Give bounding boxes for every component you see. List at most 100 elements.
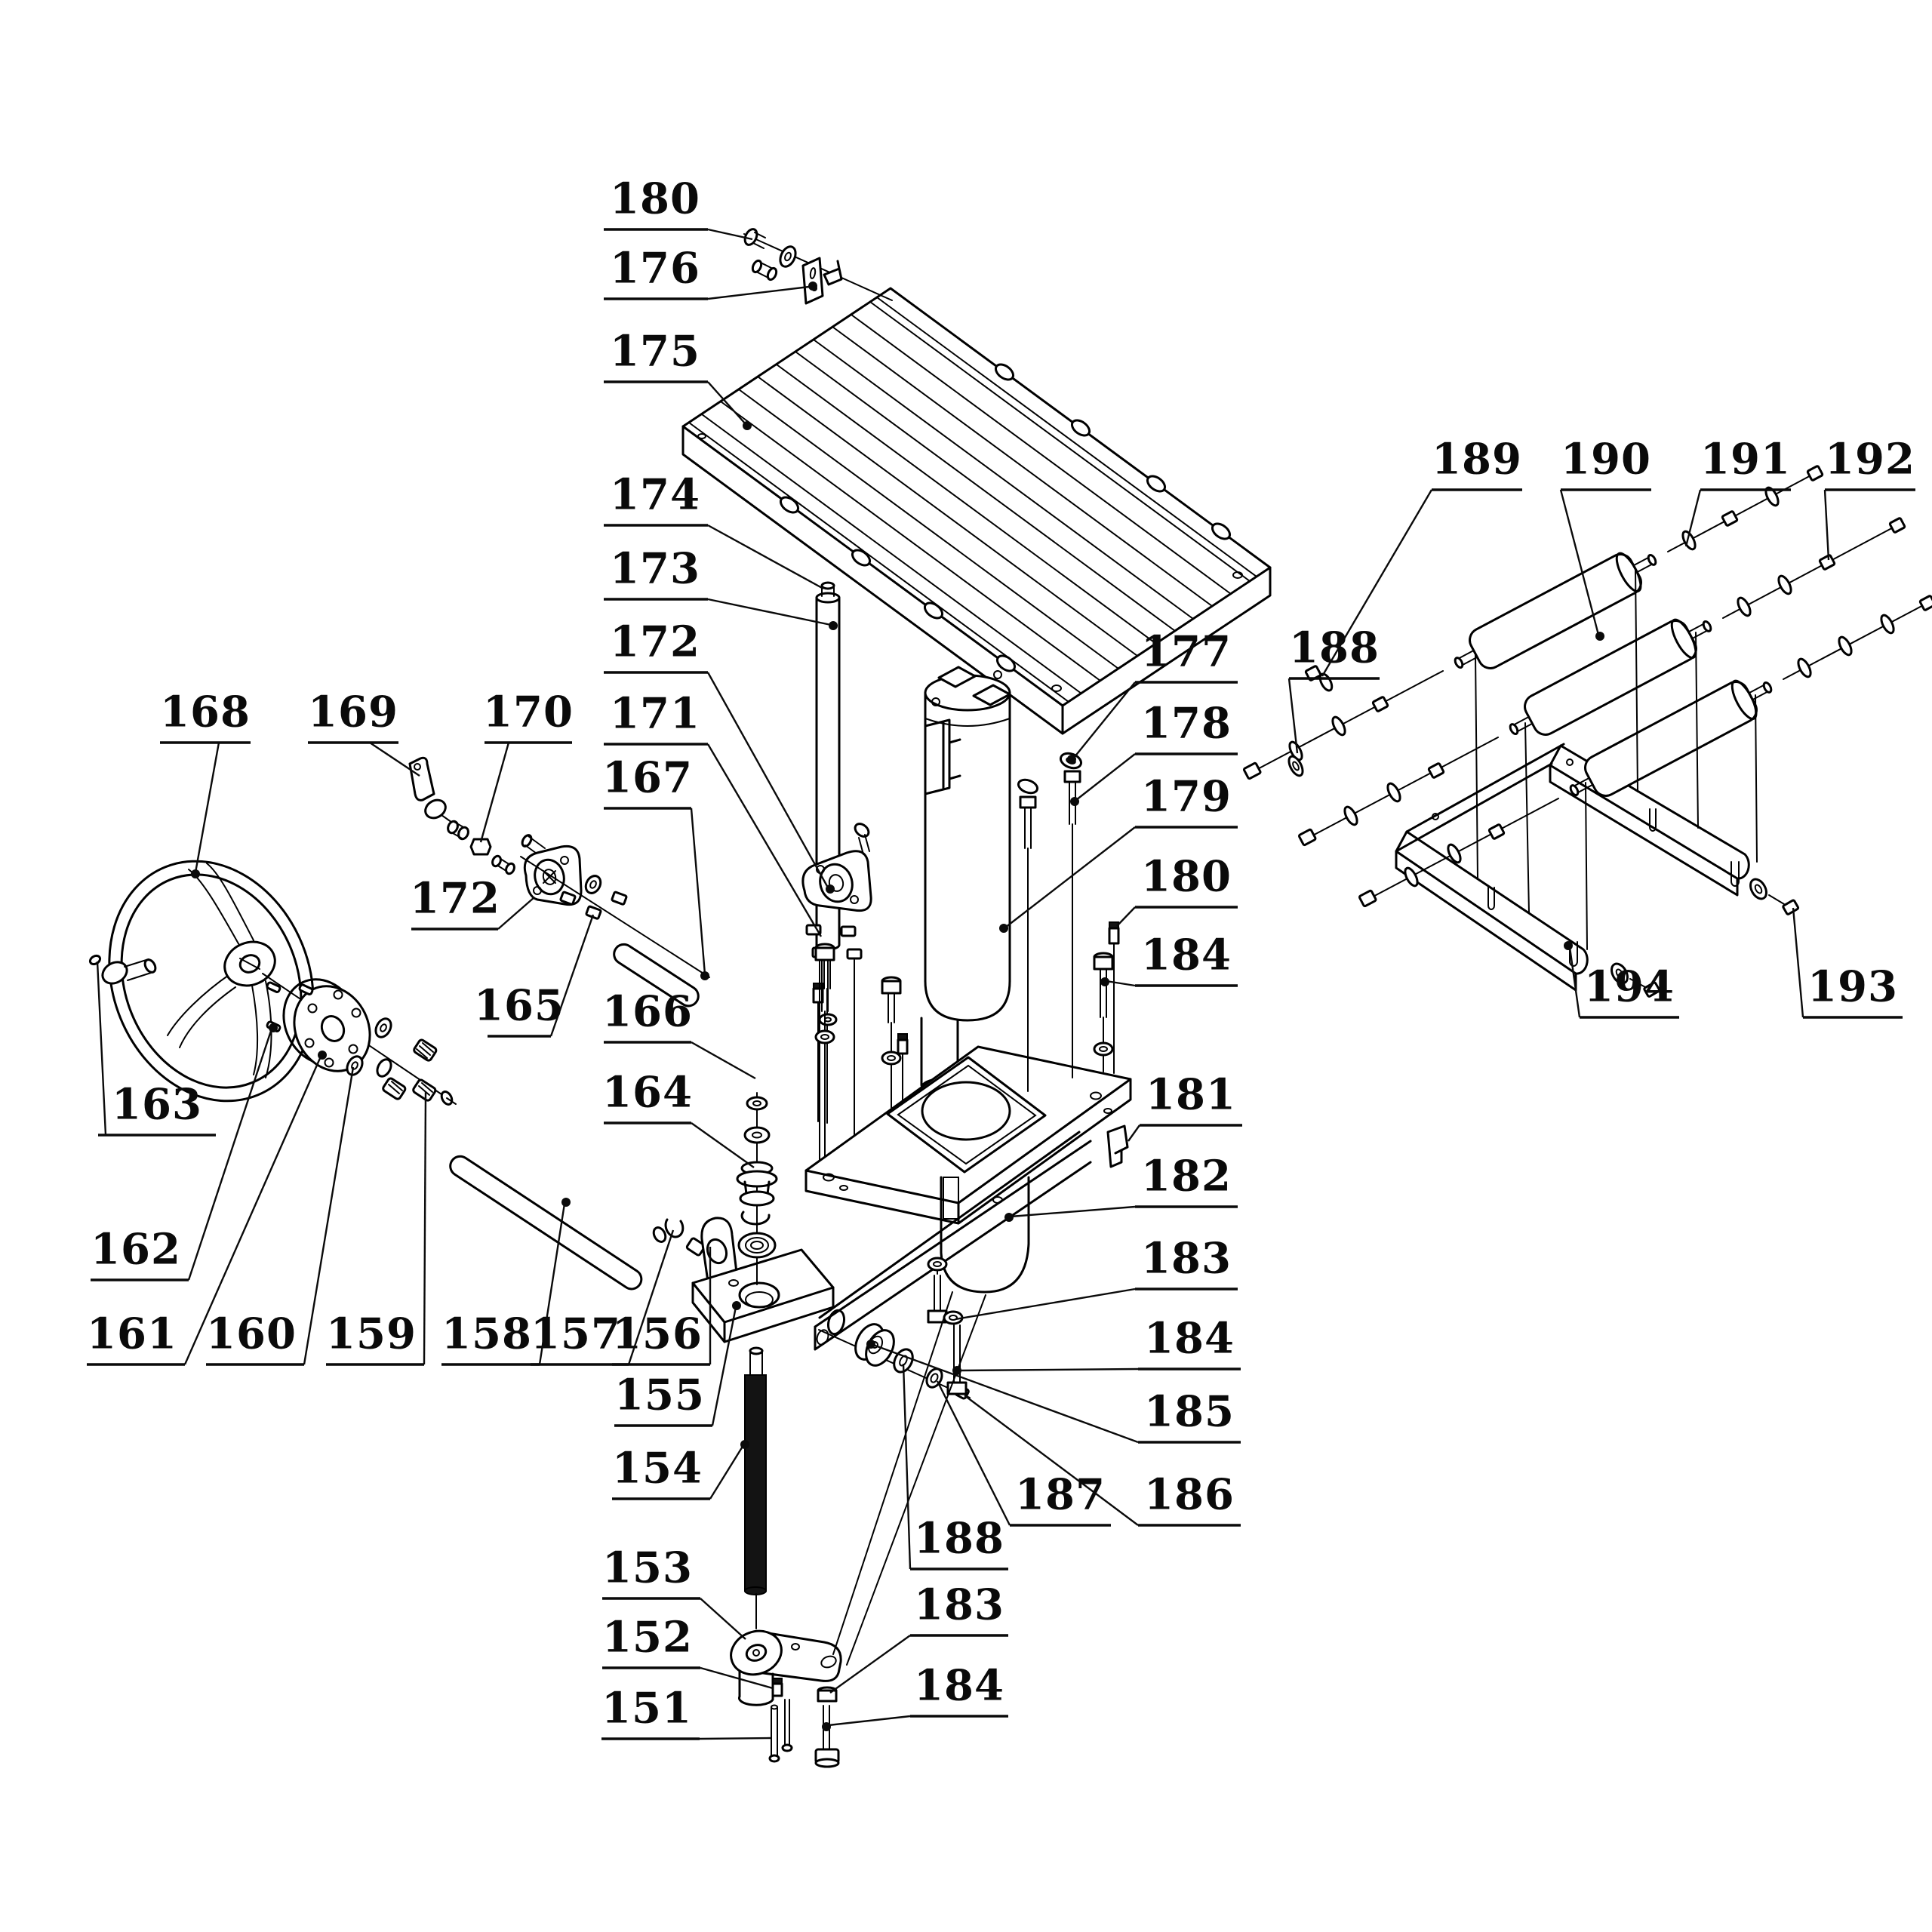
part-number-text: 161	[87, 1309, 177, 1359]
leader-line	[707, 381, 746, 425]
part-number-text: 179	[1141, 772, 1232, 822]
part-label-160-18: 160	[206, 1066, 355, 1366]
leader-line	[1559, 489, 1600, 635]
part-number-text: 191	[1700, 435, 1791, 485]
bearing-stack	[736, 1092, 778, 1285]
part-label-180-34: 180	[1116, 852, 1238, 927]
part-label-182-37: 182	[1004, 1152, 1238, 1222]
leader-line	[691, 1122, 755, 1168]
part-number-text: 192	[1825, 435, 1915, 485]
rollers	[1454, 552, 1773, 797]
part-number-text: 174	[610, 470, 700, 520]
part-label-175-2: 175	[604, 327, 752, 430]
axle-fasteners	[1242, 465, 1932, 908]
part-label-154-24: 154	[612, 1440, 749, 1500]
leader-line	[423, 1091, 427, 1365]
leader-line	[706, 743, 823, 937]
part-label-188-47: 188	[1287, 623, 1380, 754]
part-number-text: 166	[602, 987, 693, 1037]
leader-dot	[829, 621, 838, 630]
part-label-168-10: 168	[160, 688, 251, 878]
leader-line	[183, 1056, 322, 1365]
leader-line	[627, 1229, 675, 1365]
o-ring	[826, 1309, 846, 1336]
part-number-text: 169	[308, 688, 398, 737]
leader-line	[187, 1028, 273, 1281]
clamp-lever	[408, 756, 546, 875]
part-number-text: 183	[1141, 1234, 1232, 1284]
part-label-167-7: 167	[602, 753, 709, 980]
part-number-text: 165	[474, 981, 565, 1031]
handwheel-handle	[88, 954, 157, 985]
flange-fasteners	[559, 875, 628, 920]
part-number-text: 180	[1141, 852, 1232, 902]
column-notch	[924, 718, 961, 795]
part-label-156-22: 156	[612, 1247, 712, 1366]
leader-dot	[191, 869, 200, 878]
part-number-text: 157	[531, 1309, 621, 1359]
part-label-183-29: 183	[829, 1580, 1008, 1694]
part-label-185-40: 185	[866, 1340, 1241, 1444]
part-label-177-31: 177	[1067, 627, 1238, 764]
leader-line	[829, 1635, 911, 1694]
threaded-rod	[744, 1346, 767, 1629]
part-number-text: 187	[1015, 1470, 1106, 1520]
part-label-176-1: 176	[604, 244, 817, 300]
handwheel	[88, 860, 445, 1103]
part-label-194-48: 194	[1564, 941, 1679, 1019]
leader-line	[549, 914, 595, 1037]
leader-dot	[822, 1722, 831, 1731]
leader-line	[707, 285, 810, 300]
spline-shaft	[520, 856, 710, 1008]
part-number-text: 180	[610, 174, 700, 224]
c-ring	[664, 1218, 685, 1238]
u-frame	[1395, 743, 1750, 992]
part-number-text: 162	[91, 1225, 181, 1275]
leader-dot	[743, 421, 752, 430]
lead-shaft	[440, 1091, 706, 1291]
washer-188	[1287, 755, 1304, 777]
column-square-hole-2	[972, 684, 1011, 706]
part-label-151-27: 151	[601, 1684, 772, 1740]
part-label-193-49: 193	[1792, 907, 1903, 1019]
part-number-text: 155	[614, 1371, 705, 1420]
part-number-text: 171	[610, 689, 700, 739]
leader-dot	[561, 1198, 571, 1207]
clip-181	[1106, 1124, 1129, 1168]
leader-dot	[732, 1301, 741, 1310]
leader-line	[479, 742, 510, 843]
leader-line	[958, 1367, 1139, 1372]
leader-line	[1106, 980, 1136, 987]
leader-line	[902, 1363, 912, 1570]
leader-line	[1004, 826, 1136, 928]
part-label-184-30: 184	[822, 1661, 1008, 1731]
leader-line	[706, 672, 829, 888]
part-label-159-19: 159	[326, 1091, 427, 1366]
leader-line	[711, 1306, 737, 1426]
leader-line	[194, 742, 220, 873]
leader-line	[700, 1598, 746, 1640]
leader-dot	[740, 1440, 749, 1449]
part-number-text: 184	[1141, 931, 1232, 980]
leader-dot	[866, 1340, 875, 1349]
snap-ring	[740, 1211, 771, 1226]
part-number-text: 189	[1432, 435, 1522, 485]
leader-dot	[700, 971, 709, 980]
column-square-hole-1	[937, 666, 977, 688]
part-number-text: 158	[441, 1309, 532, 1359]
pivot-flange-lower	[801, 823, 872, 1174]
leader-line	[1073, 681, 1136, 758]
bell-cup	[940, 1176, 1030, 1294]
leader-line	[1568, 946, 1581, 1018]
part-number-text: 156	[612, 1309, 703, 1359]
leader-line	[497, 897, 535, 930]
part-number-text: 168	[160, 688, 251, 737]
drop-lines	[1475, 568, 1758, 950]
part-number-text: 184	[1144, 1314, 1235, 1364]
axle-lines	[1251, 472, 1928, 900]
part-number-text: 185	[1144, 1387, 1235, 1437]
part-label-179-33: 179	[999, 772, 1238, 933]
part-number-text: 153	[602, 1543, 693, 1593]
part-number-text: 184	[914, 1661, 1004, 1711]
part-label-186-41: 186	[964, 1395, 1241, 1527]
